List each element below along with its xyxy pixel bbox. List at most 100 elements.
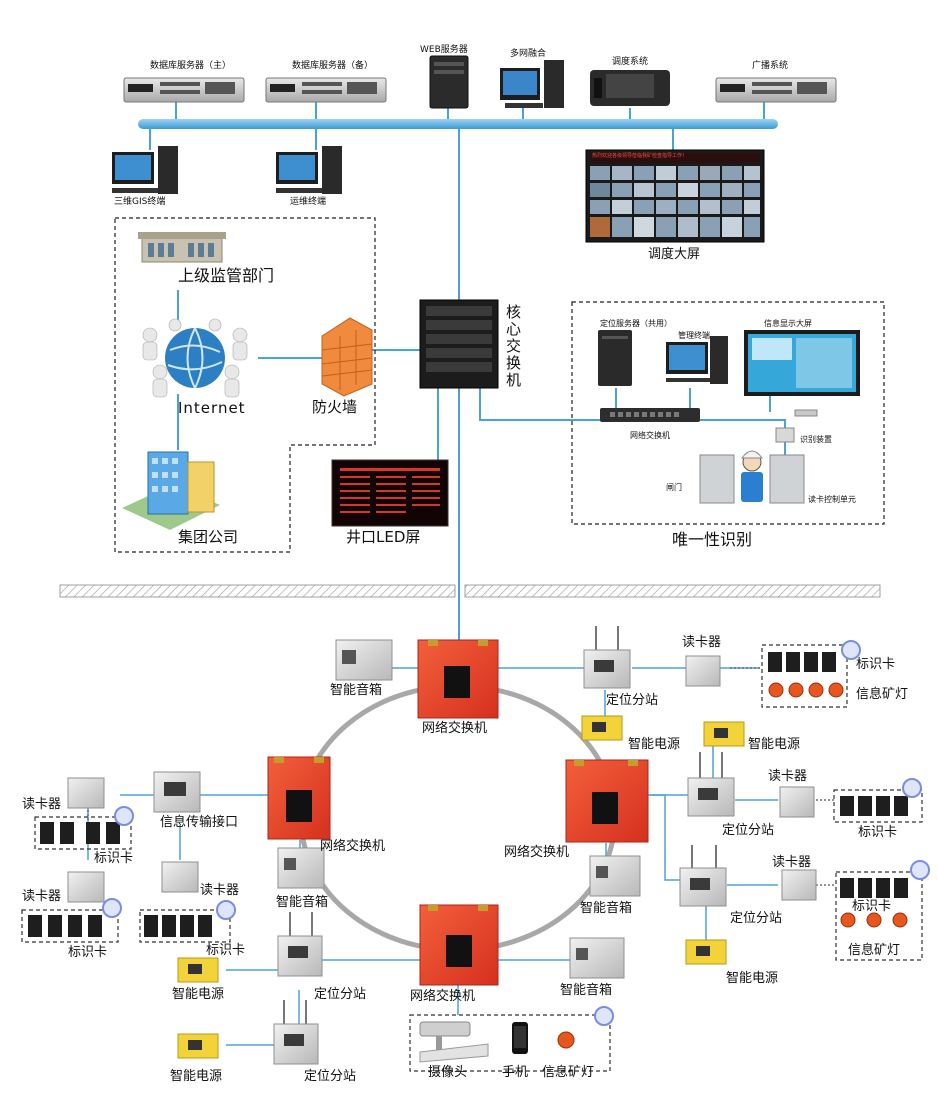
supervisor-building-icon [138, 232, 226, 263]
station-bl1-label: 定位分站 [314, 987, 367, 1002]
pos-server-label: 定位服务器（共用） [600, 319, 672, 328]
station-top-icon [583, 626, 631, 689]
power-top-label: 智能电源 [628, 737, 681, 752]
recognizer-icon [775, 409, 818, 443]
ring-switch-left-icon [267, 756, 331, 840]
reader-left1-icon [67, 777, 105, 809]
group-building-icon [122, 451, 220, 530]
card-right1-label: 标识卡 [858, 825, 898, 840]
switch-bottom-label: 网络交换机 [410, 989, 476, 1004]
card-left2-label: 标识卡 [68, 945, 108, 960]
left-dashed-box [114, 217, 376, 553]
info-interface-label: 信息传输接口 [160, 815, 239, 830]
big-screen-banner: 热烈欢迎各级领导莅临我矿检查指导工作！ [592, 153, 688, 159]
station-top-label: 定位分站 [606, 693, 659, 708]
card-ctrl-label: 读卡控制单元 [808, 495, 856, 504]
reader-right2-label: 读卡器 [772, 855, 812, 870]
multi-net-pc-icon [500, 60, 564, 108]
ground-divider-right [464, 584, 881, 598]
station-bl2-icon [273, 1000, 319, 1065]
db-backup-label: 数据库服务器（备） [292, 61, 374, 71]
ops-terminal-icon [276, 146, 342, 194]
power-bl2-label: 智能电源 [170, 1069, 223, 1084]
reader-left2-label: 读卡器 [22, 889, 62, 904]
card-box-top [761, 644, 848, 708]
reader-left3-label: 读卡器 [200, 883, 240, 898]
led-screen-icon [331, 459, 449, 527]
card-top-label: 标识卡 [856, 657, 896, 672]
db-main-server-icon [123, 77, 245, 103]
card-box-right2 [835, 871, 923, 961]
reader-right1-icon [779, 786, 815, 818]
speaker-bottom-icon [569, 937, 625, 979]
reader-right1-label: 读卡器 [768, 769, 808, 784]
gis-terminal-icon [112, 146, 178, 194]
speaker-left-icon [277, 847, 325, 889]
big-screen-icon [585, 149, 765, 243]
big-screen-label: 调度大屏 [648, 247, 701, 262]
power-bl1-label: 智能电源 [172, 987, 225, 1002]
speaker-right-icon [589, 855, 641, 897]
server-bus [138, 119, 778, 129]
switch-top-label: 网络交换机 [422, 721, 488, 736]
ops-terminal-label: 运维终端 [290, 197, 327, 207]
power-right-top-label: 智能电源 [748, 737, 801, 752]
info-interface-icon [153, 771, 201, 813]
speaker-bottom-label: 智能音箱 [560, 983, 613, 998]
station-bl1-icon [277, 912, 323, 977]
station-bl2-label: 定位分站 [304, 1069, 357, 1084]
reader-top-icon [685, 655, 721, 687]
firewall-label: 防火墙 [312, 398, 358, 416]
dispatch-console-icon [590, 70, 670, 106]
firewall-icon [321, 317, 373, 397]
card-box-left2 [21, 909, 119, 943]
reader-left2-icon [67, 871, 105, 903]
camera-label: 摄像头 [428, 1065, 468, 1080]
ring-switch-top-icon [417, 639, 499, 719]
switch-right-label: 网络交换机 [504, 845, 570, 860]
device-box-bottom [409, 1014, 611, 1072]
recognizer-label: 识别装置 [800, 435, 832, 444]
lamp-right2-label: 信息矿灯 [848, 943, 901, 958]
station-right1-icon [687, 752, 735, 817]
db-backup-server-icon [265, 77, 387, 103]
card-right2-label: 标识卡 [852, 899, 892, 914]
gate-icon [699, 450, 805, 504]
speaker-top-icon [335, 639, 393, 681]
ring-switch-bottom-icon [419, 904, 499, 986]
reader-top-label: 读卡器 [682, 635, 722, 650]
led-screen-label: 井口LED屏 [346, 528, 421, 546]
mgmt-terminal-label: 管理终端 [678, 331, 710, 340]
speaker-top-label: 智能音箱 [330, 683, 383, 698]
lamp-bottom-label: 信息矿灯 [542, 1065, 595, 1080]
internet-globe-icon [142, 318, 248, 398]
net-switch-label: 网络交换机 [630, 431, 670, 440]
web-server-icon [429, 55, 469, 109]
info-screen-label: 信息显示大屏 [764, 319, 812, 328]
reader-left1-label: 读卡器 [22, 797, 62, 812]
station-right1-label: 定位分站 [722, 823, 775, 838]
net-switch-icon [600, 408, 700, 422]
ground-divider-left [59, 584, 456, 598]
dispatch-sys-label: 调度系统 [612, 57, 649, 67]
right-dashed-box [571, 301, 885, 525]
card-left1-label: 标识卡 [94, 851, 134, 866]
reader-left3-icon [161, 861, 199, 893]
switch-left-label: 网络交换机 [320, 839, 386, 854]
camera-icon [419, 1021, 489, 1063]
station-right2-icon [679, 845, 727, 907]
info-screen-icon [744, 330, 860, 396]
card-left3-label: 标识卡 [206, 943, 246, 958]
card-box-left1 [34, 816, 132, 850]
reader-right2-icon [781, 869, 817, 901]
multi-net-label: 多网融合 [510, 49, 547, 59]
internet-label: Internet [178, 399, 246, 417]
broadcast-label: 广播系统 [752, 61, 789, 71]
card-box-left3 [139, 909, 231, 943]
core-switch-icon [419, 299, 499, 389]
station-right2-label: 定位分站 [730, 911, 783, 926]
mgmt-terminal-icon [666, 336, 728, 384]
speaker-left-label: 智能音箱 [276, 895, 329, 910]
supervisor-label: 上级监管部门 [178, 266, 275, 285]
